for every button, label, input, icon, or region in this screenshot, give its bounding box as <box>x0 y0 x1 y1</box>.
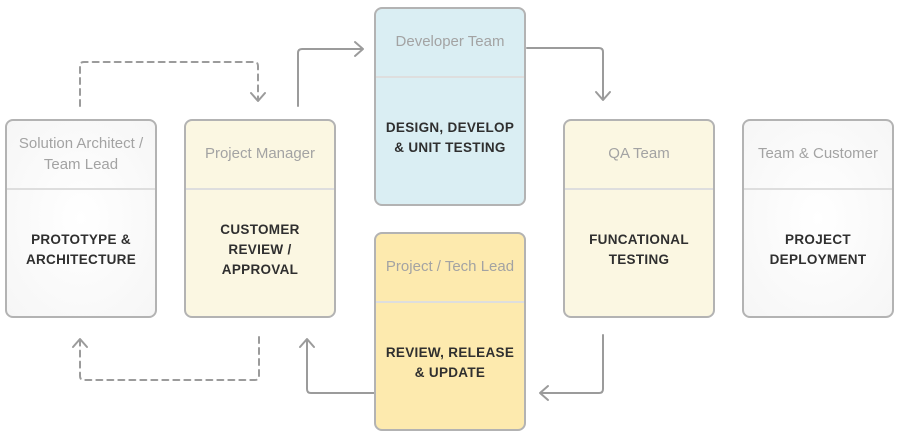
role-label: QA Team <box>565 121 713 190</box>
task-label: REVIEW, RELEASE & UPDATE <box>385 344 515 380</box>
edge-customer-review-to-design-develop <box>297 41 364 107</box>
role-label: Solution Architect / Team Lead <box>7 121 155 190</box>
task-label: CUSTOMER REVIEW / APPROVAL <box>220 221 300 278</box>
role-label: Project Manager <box>186 121 334 190</box>
edge-customer-review-to-prototype <box>72 336 260 381</box>
arrowhead-down-icon <box>250 92 266 102</box>
node-design-develop-unit-testing: Developer Team DESIGN, DEVELOP & UNIT TE… <box>374 7 526 206</box>
arrowhead-down-icon <box>595 91 611 101</box>
task-label: FUNCATIONAL TESTING <box>589 231 689 267</box>
role-label: Team & Customer <box>744 121 892 190</box>
task-label: PROJECT DEPLOYMENT <box>769 231 867 267</box>
role-label: Project / Tech Lead <box>376 234 524 303</box>
edge-prototype-to-customer-review <box>79 61 266 107</box>
task-label: PROTOTYPE & ARCHITECTURE <box>25 231 137 267</box>
node-review-release-update: Project / Tech Lead REVIEW, RELEASE & UP… <box>374 232 526 431</box>
arrowhead-right-icon <box>354 41 364 57</box>
arrowhead-up-icon <box>299 338 315 348</box>
arrowhead-up-icon <box>72 338 88 348</box>
node-project-deployment: Team & Customer PROJECT DEPLOYMENT <box>742 119 894 318</box>
edge-design-develop-to-functional-testing <box>526 47 611 101</box>
edge-review-release-to-customer-review <box>299 338 375 394</box>
task-label: DESIGN, DEVELOP & UNIT TESTING <box>385 119 515 155</box>
node-prototype-architecture: Solution Architect / Team Lead PROTOTYPE… <box>5 119 157 318</box>
role-label: Developer Team <box>376 9 524 78</box>
node-customer-review-approval: Project Manager CUSTOMER REVIEW / APPROV… <box>184 119 336 318</box>
node-functional-testing: QA Team FUNCATIONAL TESTING <box>563 119 715 318</box>
arrowhead-left-icon <box>539 385 549 401</box>
edge-functional-testing-to-review-release <box>539 334 604 401</box>
